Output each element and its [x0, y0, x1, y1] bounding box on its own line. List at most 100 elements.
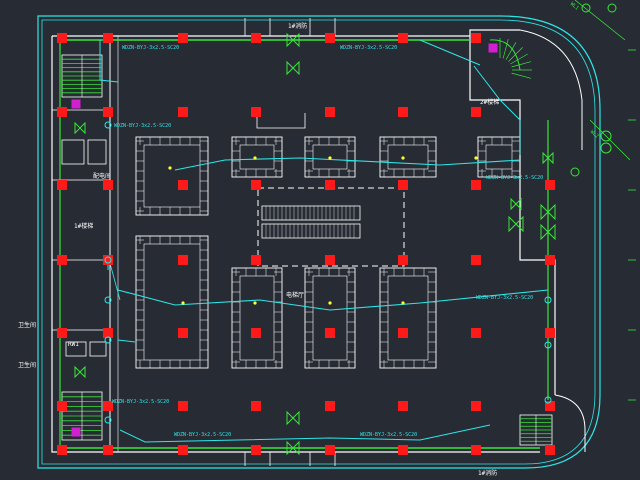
cable-run [99, 40, 119, 83]
cable-device [544, 341, 552, 349]
escalator-zone [257, 187, 405, 267]
valve-symbol [286, 60, 300, 76]
cable-run [119, 424, 491, 443]
structural-column [57, 107, 67, 117]
wc-fixture [61, 139, 85, 165]
room-block-g-inner [239, 275, 275, 361]
structural-column [471, 33, 481, 43]
sensor-dot [328, 156, 332, 160]
structural-column [103, 328, 113, 338]
structural-column [103, 107, 113, 117]
valve-symbol [286, 410, 300, 426]
structural-column [398, 445, 408, 455]
structural-column [251, 180, 261, 190]
room-block-g [231, 267, 283, 369]
structural-column [398, 328, 408, 338]
structural-column [545, 445, 555, 455]
left-side-label-1: 卫生间 [18, 322, 37, 329]
cable-tag: WDZN-BYJ-3x2.5-SC20 [112, 399, 170, 405]
spiral-tread [511, 61, 532, 68]
room-label-power: 配电间 [93, 173, 112, 180]
cable-tag: WDZN-BYJ-3x2.5-SC20 [476, 295, 534, 301]
structural-column [325, 255, 335, 265]
room-block-c [231, 136, 283, 178]
outer-boundary-line [37, 15, 601, 469]
room-label-stair-2: 2#楼梯 [480, 99, 500, 106]
device-circle [600, 142, 612, 154]
wc-fixture [89, 341, 107, 357]
room-partitions [52, 109, 110, 331]
structural-column [178, 445, 188, 455]
structural-column [178, 180, 188, 190]
wall-east [469, 36, 556, 395]
sensor-dot [474, 156, 478, 160]
cable-tag: WDZN-BYJ-3x2.5-SC20 [122, 45, 180, 51]
room-block-i-inner [387, 275, 429, 361]
structural-column [57, 445, 67, 455]
structural-column [57, 328, 67, 338]
structural-column [398, 401, 408, 411]
valve-symbol [286, 440, 300, 456]
valve-symbol [510, 197, 522, 211]
wc-fixture [65, 341, 87, 357]
room-block-a [135, 136, 209, 216]
sensor-dot [253, 301, 257, 305]
structural-column [325, 33, 335, 43]
sensor-dot [401, 156, 405, 160]
top-notch-walls [244, 18, 336, 36]
curved-wall [519, 29, 583, 150]
room-block-e [379, 136, 437, 178]
cable-run [473, 65, 521, 121]
spiral-tread [510, 53, 528, 65]
structural-column [57, 401, 67, 411]
spiral-tread [511, 72, 532, 79]
valve-symbol [286, 32, 300, 48]
structural-column [471, 180, 481, 190]
structural-column [251, 401, 261, 411]
structural-column [471, 107, 481, 117]
dimension-line [589, 119, 631, 161]
structural-column [178, 401, 188, 411]
valve-symbol [508, 215, 524, 233]
wall-west-south [51, 36, 540, 453]
sensor-dot [168, 166, 172, 170]
cable-device [104, 336, 112, 344]
bottom-entry-label: 1#消防 [478, 470, 498, 477]
valve-symbol [74, 365, 86, 379]
cable-tag: WDZN-BYJ-3x2.5-SC20 [114, 123, 172, 129]
structural-column [251, 255, 261, 265]
structural-column [251, 445, 261, 455]
structural-column [178, 328, 188, 338]
valve-symbol [540, 223, 556, 241]
device-circle [607, 3, 617, 13]
cable-device [104, 121, 112, 129]
room-block-e-inner [387, 144, 429, 170]
structural-column [103, 445, 113, 455]
left-side-label-2: 卫生间 [18, 362, 37, 369]
room-block-b [135, 235, 209, 369]
structural-column [178, 33, 188, 43]
room-block-h-inner [312, 275, 348, 361]
structural-column [471, 445, 481, 455]
structural-column [471, 328, 481, 338]
structural-column [178, 255, 188, 265]
structural-column [103, 255, 113, 265]
structural-column [398, 255, 408, 265]
bottom-notch-walls [244, 452, 336, 466]
cable-tag: WDZN-BYJ-3x2.5-SC20 [486, 175, 544, 181]
structural-column [398, 33, 408, 43]
wc-fixture [87, 139, 107, 165]
outer-boundary-line-inner [41, 19, 596, 465]
panel-box [71, 427, 81, 437]
room-block-b-inner [143, 243, 201, 361]
valve-symbol [542, 151, 554, 165]
cable-tag: WDZN-BYJ-3x2.5-SC20 [360, 432, 418, 438]
sensor-dot [181, 301, 185, 305]
spiral-tread [502, 38, 509, 59]
escalator-2 [261, 223, 361, 239]
room-block-f-inner [485, 144, 513, 170]
sensor-dot [401, 301, 405, 305]
device-circle [581, 3, 591, 13]
